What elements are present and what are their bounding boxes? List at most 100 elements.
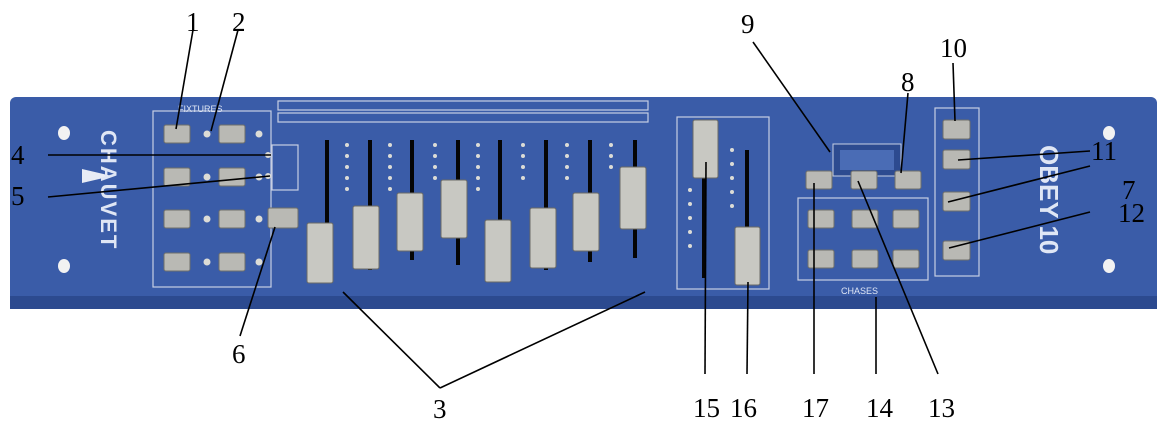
chase-button-5[interactable] bbox=[851, 249, 879, 269]
level-led bbox=[476, 143, 480, 147]
level-led bbox=[476, 165, 480, 169]
leader-5 bbox=[47, 175, 271, 198]
channel-fader-knob-8[interactable] bbox=[619, 166, 647, 230]
callout-label: 15 bbox=[693, 393, 720, 423]
level-led bbox=[433, 143, 437, 147]
leader-7 bbox=[947, 165, 1091, 203]
level-led bbox=[433, 154, 437, 158]
leader-3a bbox=[342, 291, 441, 389]
mount-hole-top-right bbox=[1103, 126, 1115, 140]
fixture-buttons bbox=[163, 124, 263, 272]
level-led bbox=[565, 165, 569, 169]
callout-label: 2 bbox=[232, 7, 246, 37]
speed-led bbox=[688, 202, 692, 206]
chases-section-box bbox=[797, 197, 929, 281]
led-display-window bbox=[840, 150, 894, 170]
page-select-button[interactable] bbox=[267, 207, 299, 229]
fixture-button-5[interactable] bbox=[163, 209, 191, 229]
fixtures-section-label: FIXTURES bbox=[178, 104, 223, 114]
callout-label: 11 bbox=[1091, 136, 1117, 166]
fixture-button-4[interactable] bbox=[218, 167, 246, 187]
mount-hole-bottom-left bbox=[58, 259, 70, 273]
fixture-button-8[interactable] bbox=[218, 252, 246, 272]
speed-led bbox=[688, 230, 692, 234]
fixture-led-1 bbox=[203, 130, 211, 138]
fixture-led-8 bbox=[255, 258, 263, 266]
chase-button-1[interactable] bbox=[807, 209, 835, 229]
level-led bbox=[345, 143, 349, 147]
fixture-button-2[interactable] bbox=[218, 124, 246, 144]
brand-chevron-icon bbox=[82, 169, 112, 183]
fixture-led-6 bbox=[255, 215, 263, 223]
level-led bbox=[388, 176, 392, 180]
channel-fader-knob-6[interactable] bbox=[529, 207, 557, 269]
channel-faders bbox=[306, 140, 647, 284]
callout-labels: 1 2 4 5 6 3 9 8 10 11 7 12 15 16 17 14 1… bbox=[11, 7, 1145, 424]
callout-label: 17 bbox=[802, 393, 829, 423]
channel-fader-knob-3[interactable] bbox=[396, 192, 424, 252]
level-led bbox=[476, 187, 480, 191]
fade-led bbox=[730, 190, 734, 194]
channel-fader-knob-4[interactable] bbox=[440, 179, 468, 239]
level-led bbox=[345, 165, 349, 169]
fade-fader-knob[interactable] bbox=[734, 226, 761, 286]
model-name: OBEY 10 bbox=[1034, 145, 1064, 254]
level-led bbox=[521, 154, 525, 158]
page-select-box bbox=[271, 144, 299, 191]
speed-fade-box bbox=[676, 116, 770, 290]
chase-button-3[interactable] bbox=[892, 209, 920, 229]
callout-label: 3 bbox=[433, 394, 447, 424]
auto-del-button[interactable] bbox=[894, 170, 922, 190]
mount-hole-top-left bbox=[58, 126, 70, 140]
channel-label-strip-top bbox=[277, 100, 649, 111]
program-button[interactable] bbox=[805, 170, 833, 190]
callout-label: 9 bbox=[741, 9, 755, 39]
tap-sync-button[interactable] bbox=[942, 191, 971, 212]
callout-label: 7 bbox=[1122, 175, 1136, 205]
fade-led bbox=[730, 204, 734, 208]
level-led bbox=[565, 143, 569, 147]
blackout-button[interactable] bbox=[942, 119, 971, 140]
level-led bbox=[609, 165, 613, 169]
callout-label: 16 bbox=[730, 393, 757, 423]
channel-fader-knob-2[interactable] bbox=[352, 205, 380, 270]
level-led bbox=[345, 176, 349, 180]
right-button-column-box bbox=[934, 107, 980, 277]
leader-16 bbox=[746, 281, 749, 375]
midi-add-button[interactable] bbox=[850, 170, 878, 190]
level-led bbox=[388, 154, 392, 158]
fixture-led-3 bbox=[203, 173, 211, 181]
speed-led bbox=[688, 244, 692, 248]
level-led bbox=[565, 154, 569, 158]
leader-1 bbox=[175, 29, 194, 130]
channel-fader-knob-7[interactable] bbox=[572, 192, 600, 252]
callout-label: 12 bbox=[1118, 198, 1145, 228]
panel-bottom-edge bbox=[10, 296, 1157, 309]
fixture-button-6[interactable] bbox=[218, 209, 246, 229]
level-led bbox=[388, 165, 392, 169]
fade-led bbox=[730, 162, 734, 166]
fixture-led-5 bbox=[203, 215, 211, 223]
record-button[interactable] bbox=[942, 240, 971, 261]
level-led bbox=[521, 176, 525, 180]
leader-6 bbox=[239, 226, 276, 337]
chase-button-6[interactable] bbox=[892, 249, 920, 269]
level-led bbox=[521, 143, 525, 147]
leader-8 bbox=[900, 92, 909, 174]
chase-button-4[interactable] bbox=[807, 249, 835, 269]
chases-section-label: CHASES bbox=[841, 286, 878, 296]
fixture-button-7[interactable] bbox=[163, 252, 191, 272]
callout-label: 1 bbox=[186, 7, 200, 37]
speed-led bbox=[688, 216, 692, 220]
channel-fader-knob-5[interactable] bbox=[484, 219, 512, 283]
level-led bbox=[345, 154, 349, 158]
speed-leds bbox=[688, 148, 734, 248]
channel-level-leds bbox=[345, 143, 613, 191]
leader-3b bbox=[439, 291, 646, 389]
fixtures-section-box bbox=[152, 110, 272, 288]
fixture-button-3[interactable] bbox=[163, 167, 191, 187]
speed-led bbox=[688, 188, 692, 192]
channel-fader-knob-1[interactable] bbox=[306, 222, 334, 284]
mount-hole-bottom-right bbox=[1103, 259, 1115, 273]
